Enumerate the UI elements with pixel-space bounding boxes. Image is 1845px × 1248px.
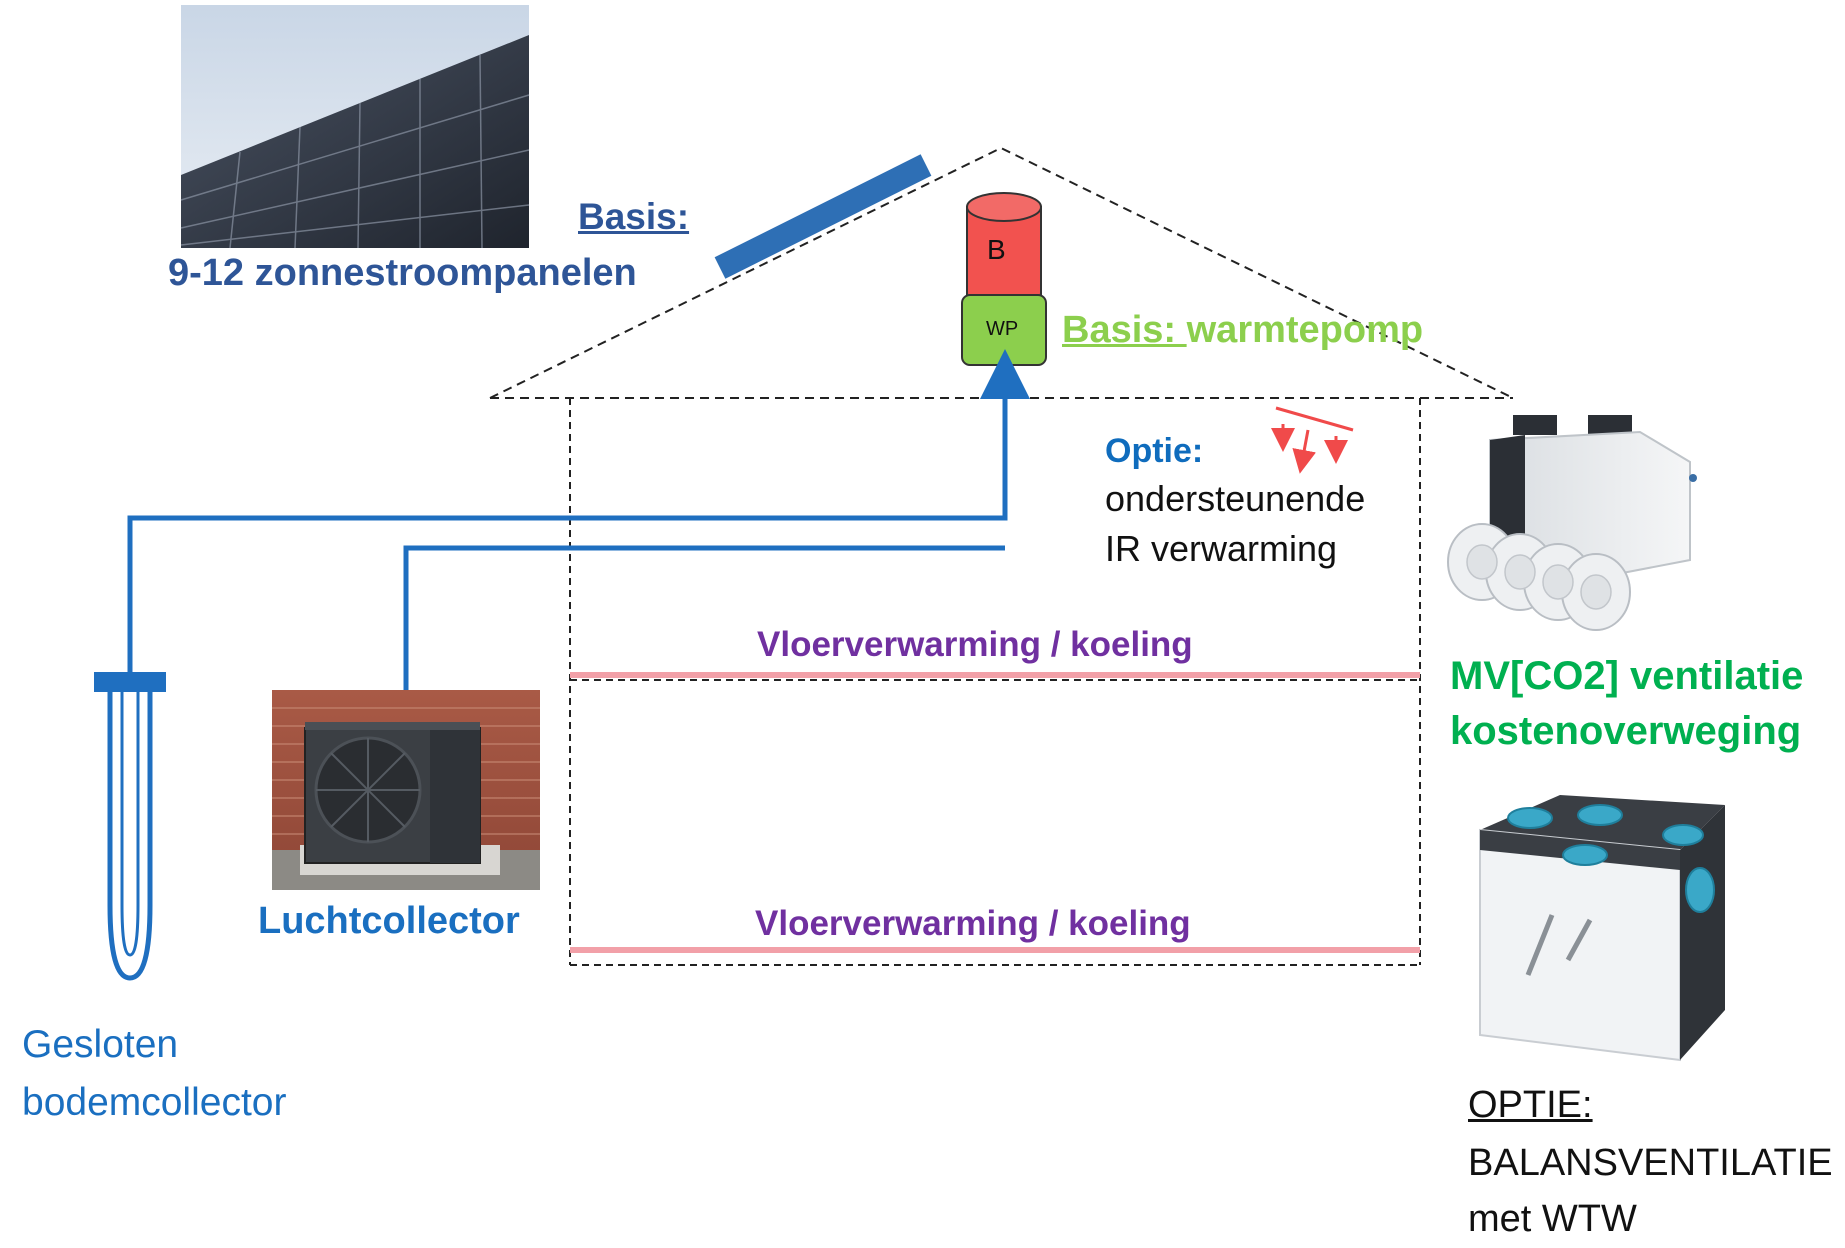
heatpump-basis-prefix: Basis: [1062,309,1187,351]
balance-ventilation-line2: met WTW [1468,1198,1637,1240]
solar-panel-photo [180,5,530,249]
ground-collector-probe [94,672,166,981]
roof-solar-panel [714,154,932,279]
balance-ventilation-unit-photo [1479,795,1725,1062]
heatpump-box-label: WP [986,318,1019,340]
heatpump-basis-text: warmtepomp [1186,309,1424,351]
air-collector-photo [272,690,540,890]
mv-ventilation-line1: MV[CO2] ventilatie [1450,654,1804,698]
balance-ventilation-title: OPTIE: [1468,1076,1593,1134]
floor-heating-upper-label: Vloerverwarming / koeling [757,625,1193,664]
house-walls-outline [569,398,1421,966]
ground-collector-line2: bodemcollector [22,1081,287,1124]
ground-collector-line1: Gesloten [22,1023,179,1066]
solar-basis-label: Basis: [578,196,690,237]
heatpump-basis-label: Basis: warmtepomp [1062,309,1423,352]
floor-heating-lower-label: Vloerverwarming / koeling [755,904,1191,943]
mv-ventilation-unit-photo [1447,415,1697,631]
solar-panels-label: 9-12 zonnestroompanelen [168,252,637,294]
balance-ventilation-title-text: OPTIE: [1468,1084,1593,1126]
air-collector-label: Luchtcollector [258,900,520,942]
ir-option-title: Optie: [1105,432,1204,470]
balance-ventilation-line1: BALANSVENTILATIE [1468,1142,1833,1184]
ir-option-line2: IR verwarming [1105,528,1338,569]
boiler-label: B [987,234,1006,265]
mv-ventilation-line2: kostenoverweging [1450,709,1802,753]
ir-heater-icon [1271,406,1354,474]
ir-option-line1: ondersteunende [1105,478,1366,519]
collector-pipes [127,349,1030,692]
